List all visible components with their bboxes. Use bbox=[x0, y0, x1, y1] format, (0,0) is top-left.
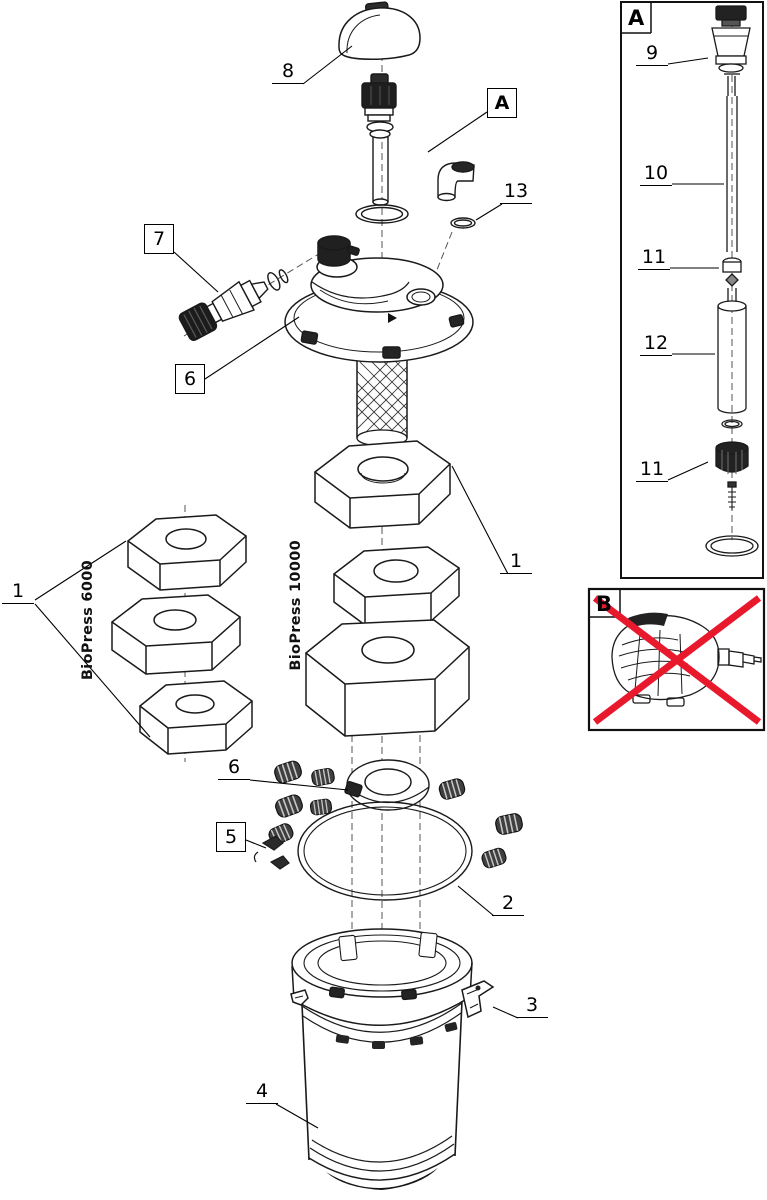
filter-container bbox=[301, 1000, 463, 1190]
callout-4: 4 bbox=[246, 1078, 278, 1104]
foam-stack-right bbox=[305, 440, 470, 737]
product-label-biopress-10000: BioPress 10000 bbox=[288, 540, 304, 671]
callout-10: 10 bbox=[640, 160, 672, 186]
callout-3: 3 bbox=[516, 992, 548, 1018]
callout-13: 13 bbox=[500, 178, 532, 204]
callout-5: 5 bbox=[216, 822, 246, 852]
mounting-clips bbox=[253, 835, 290, 870]
callout-7: 7 bbox=[144, 224, 174, 254]
callout-12: 12 bbox=[640, 330, 672, 356]
filter-lid bbox=[284, 235, 474, 363]
callout-11-upper: 11 bbox=[638, 244, 670, 270]
uv-head-assembly bbox=[355, 73, 409, 224]
prohibition-cross bbox=[592, 595, 762, 725]
inlet-nozzle-assembly bbox=[178, 269, 289, 341]
large-o-ring bbox=[297, 801, 473, 901]
callout-6: 6 bbox=[175, 364, 205, 394]
callout-6-lower: 6 bbox=[218, 754, 250, 780]
panel-a-label: A bbox=[628, 6, 645, 30]
product-label-biopress-6000: BioPress 6000 bbox=[80, 560, 96, 681]
panel-b-label: B bbox=[596, 592, 613, 616]
callout-1-left: 1 bbox=[2, 578, 34, 604]
callout-8: 8 bbox=[272, 58, 304, 84]
callout-11-lower: 11 bbox=[636, 456, 668, 482]
panel-a-parts bbox=[705, 5, 759, 557]
uv-cover bbox=[338, 1, 421, 60]
strainer-basket bbox=[356, 358, 408, 447]
callout-1-right: 1 bbox=[500, 548, 532, 574]
container-rim bbox=[290, 928, 495, 1026]
panel-a-frame bbox=[620, 1, 764, 579]
callout-9: 9 bbox=[636, 40, 668, 66]
adapter-ring bbox=[344, 759, 430, 811]
elbow-fitting bbox=[437, 161, 476, 229]
leader-lines bbox=[34, 45, 724, 1129]
callout-2: 2 bbox=[492, 890, 524, 916]
foam-stack-left bbox=[111, 514, 253, 755]
callout-A: A bbox=[487, 88, 517, 118]
